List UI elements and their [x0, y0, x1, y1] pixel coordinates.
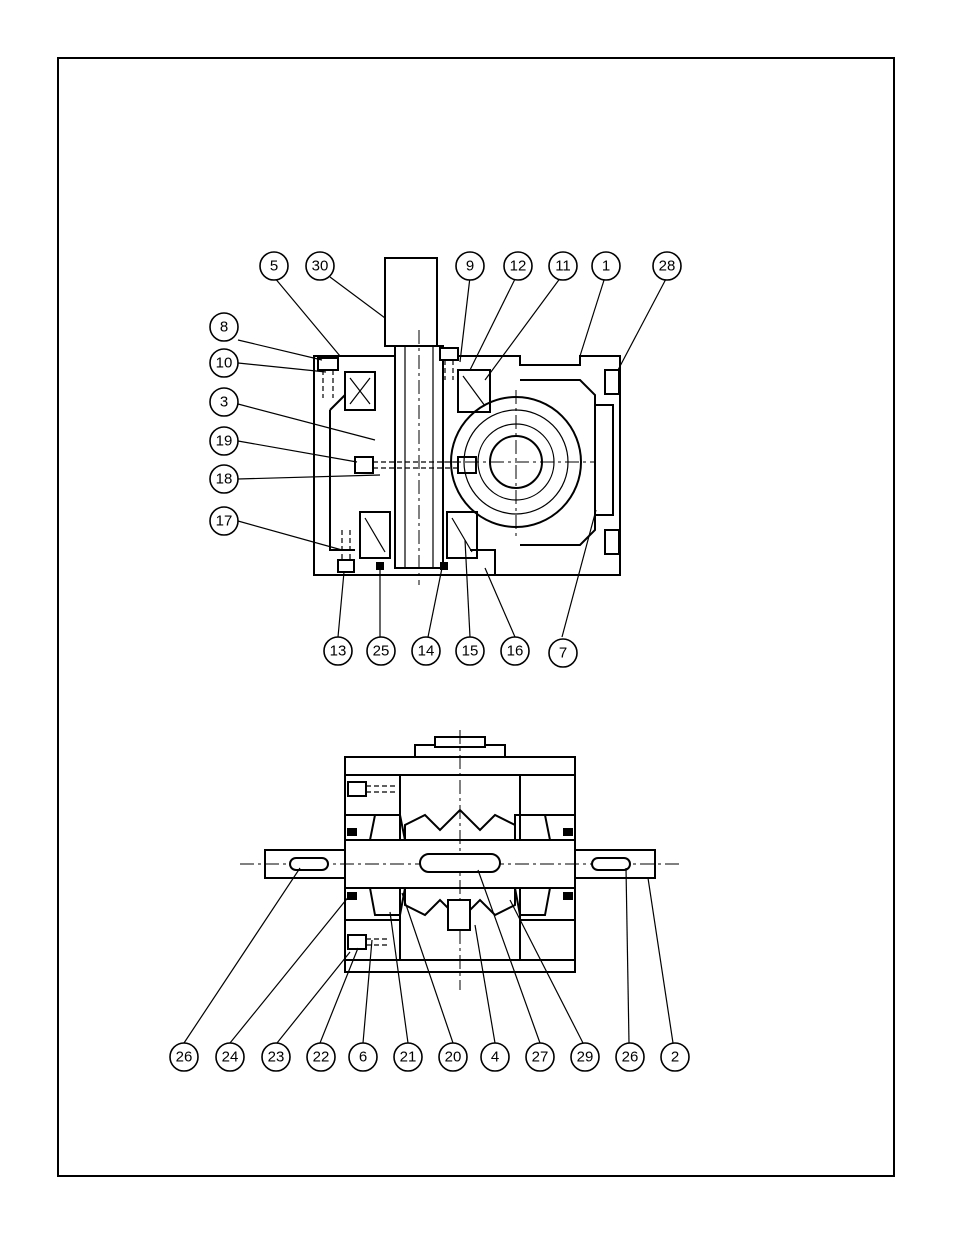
callout-21: 21 [393, 1042, 423, 1072]
callout-10: 10 [209, 348, 239, 378]
svg-text:12: 12 [510, 258, 527, 275]
callout-26-right: 26 [615, 1042, 645, 1072]
callout-2: 2 [660, 1042, 690, 1072]
svg-text:30: 30 [312, 258, 329, 275]
callout-15: 15 [455, 636, 485, 666]
svg-text:27: 27 [532, 1049, 549, 1066]
svg-text:2: 2 [671, 1049, 679, 1066]
callout-28: 28 [652, 251, 682, 281]
callout-20: 20 [438, 1042, 468, 1072]
callout-27: 27 [525, 1042, 555, 1072]
top-section-view [313, 257, 621, 585]
svg-text:26: 26 [176, 1049, 193, 1066]
svg-text:28: 28 [659, 258, 676, 275]
svg-text:13: 13 [330, 643, 347, 660]
callout-14: 14 [411, 636, 441, 666]
callout-5: 5 [259, 251, 289, 281]
callout-30: 30 [305, 251, 335, 281]
svg-text:3: 3 [220, 394, 228, 411]
callout-16: 16 [500, 636, 530, 666]
callout-24: 24 [215, 1042, 245, 1072]
svg-text:15: 15 [462, 643, 479, 660]
callout-26-left: 26 [169, 1042, 199, 1072]
svg-text:17: 17 [216, 513, 233, 530]
svg-text:18: 18 [216, 471, 233, 488]
callout-6: 6 [348, 1042, 378, 1072]
callout-8: 8 [209, 312, 239, 342]
callout-18: 18 [209, 464, 239, 494]
svg-text:9: 9 [466, 258, 474, 275]
callout-1: 1 [591, 251, 621, 281]
callout-11: 11 [548, 251, 578, 281]
callout-7: 7 [548, 638, 578, 668]
svg-text:10: 10 [216, 355, 233, 372]
svg-text:23: 23 [268, 1049, 285, 1066]
svg-text:1: 1 [602, 258, 610, 275]
callout-25: 25 [366, 636, 396, 666]
callout-17: 17 [209, 506, 239, 536]
callout-19: 19 [209, 426, 239, 456]
svg-text:22: 22 [313, 1049, 330, 1066]
callout-9: 9 [455, 251, 485, 281]
svg-text:14: 14 [418, 643, 435, 660]
callout-22: 22 [306, 1042, 336, 1072]
callout-12: 12 [503, 251, 533, 281]
svg-text:21: 21 [400, 1049, 417, 1066]
svg-text:25: 25 [373, 643, 390, 660]
svg-text:11: 11 [555, 258, 571, 275]
svg-text:29: 29 [577, 1049, 594, 1066]
svg-text:8: 8 [220, 319, 228, 336]
leader-lines [183, 276, 674, 1044]
callout-3: 3 [209, 387, 239, 417]
callout-4: 4 [480, 1042, 510, 1072]
svg-text:20: 20 [445, 1049, 462, 1066]
svg-text:26: 26 [622, 1049, 639, 1066]
callout-13: 13 [323, 636, 353, 666]
svg-text:16: 16 [507, 643, 524, 660]
callout-23: 23 [261, 1042, 291, 1072]
drawing-frame [57, 57, 895, 1177]
svg-text:6: 6 [359, 1049, 367, 1066]
svg-text:24: 24 [222, 1049, 239, 1066]
svg-text:7: 7 [559, 645, 567, 662]
svg-text:19: 19 [216, 433, 233, 450]
svg-text:5: 5 [270, 258, 278, 275]
bottom-section-view [240, 730, 680, 990]
svg-text:4: 4 [491, 1049, 499, 1066]
callout-29: 29 [570, 1042, 600, 1072]
